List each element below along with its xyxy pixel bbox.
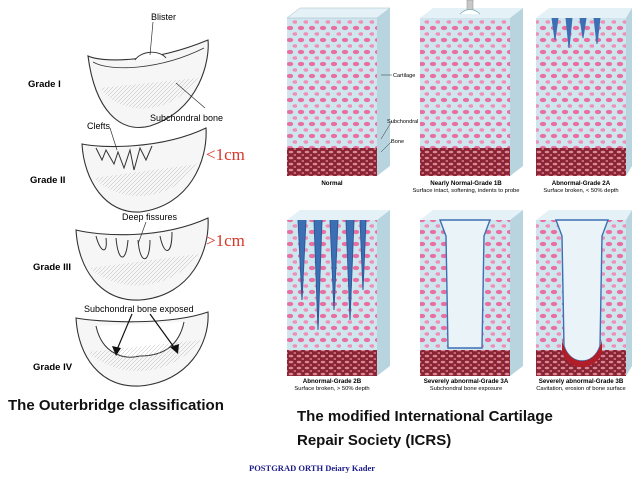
outerbridge-title: The Outerbridge classification (8, 397, 224, 414)
icrs-side-labels: Cartilage Subchondral plate Bone (380, 73, 432, 153)
icrs-grade-2b-block (287, 210, 390, 376)
icrs-title-line-1: The modified International Cartilage (297, 408, 553, 425)
icrs-normal-title: Normal (321, 180, 343, 187)
subchondral-bone-exposed-label: Subchondral bone exposed (84, 304, 194, 314)
clefts-label: Clefts (87, 121, 111, 131)
bone-label: Bone (391, 139, 404, 145)
icrs-grade-1b-subtitle: Surface intact, softening, indents to pr… (413, 188, 520, 194)
icrs-grade-3a-title: Severely abnormal-Grade 3A (424, 378, 509, 385)
outerbridge-grade-4-drawing (75, 311, 209, 387)
outerbridge-grade-1-drawing (87, 39, 209, 128)
credit-text: POSTGRAD ORTH Deiary Kader (249, 463, 376, 473)
size-less-than-1cm: <1cm (206, 145, 245, 164)
icrs-grade-2b-subtitle: Surface broken, > 50% depth (294, 386, 369, 392)
icrs-grade-3b-title: Severely abnormal-Grade 3B (539, 378, 624, 385)
outerbridge-grade-2-label: Grade II (30, 175, 65, 186)
icrs-grade-3b-subtitle: Cavitation, erosion of bone surface (536, 386, 626, 392)
blister-label: Blister (151, 12, 176, 22)
icrs-grade-2b-title: Abnormal-Grade 2B (303, 378, 362, 385)
icrs-title-line-2: Repair Society (ICRS) (297, 432, 452, 449)
icrs-grade-2a-subtitle: Surface broken, < 50% depth (543, 188, 618, 194)
icrs-grade-3a-subtitle: Subchondral bone exposure (430, 386, 503, 392)
outerbridge-grade-1-label: Grade I (28, 79, 61, 90)
cartilage-label: Cartilage (393, 73, 415, 79)
outerbridge-grade-4-label: Grade IV (33, 362, 73, 373)
size-greater-than-1cm: >1cm (206, 231, 245, 250)
icrs-normal-block (286, 7, 391, 176)
icrs-grade-2a-title: Abnormal-Grade 2A (552, 180, 611, 187)
deep-fissures-label: Deep fissures (122, 212, 178, 222)
subchondral-bone-label: Subchondral bone (150, 113, 223, 123)
outerbridge-grade-3-label: Grade III (33, 262, 71, 273)
icrs-grade-1b-block (420, 0, 523, 176)
icrs-grade-3a-block (420, 210, 523, 376)
icrs-grade-3b-block (536, 210, 632, 376)
outerbridge-grade-3-drawing (75, 217, 209, 301)
subchondral-plate-label: Subchondral plate (387, 119, 432, 125)
icrs-grade-1b-title: Nearly Normal-Grade 1B (430, 180, 502, 187)
outerbridge-grade-2-drawing (81, 127, 207, 213)
icrs-grade-2a-block (536, 8, 632, 176)
